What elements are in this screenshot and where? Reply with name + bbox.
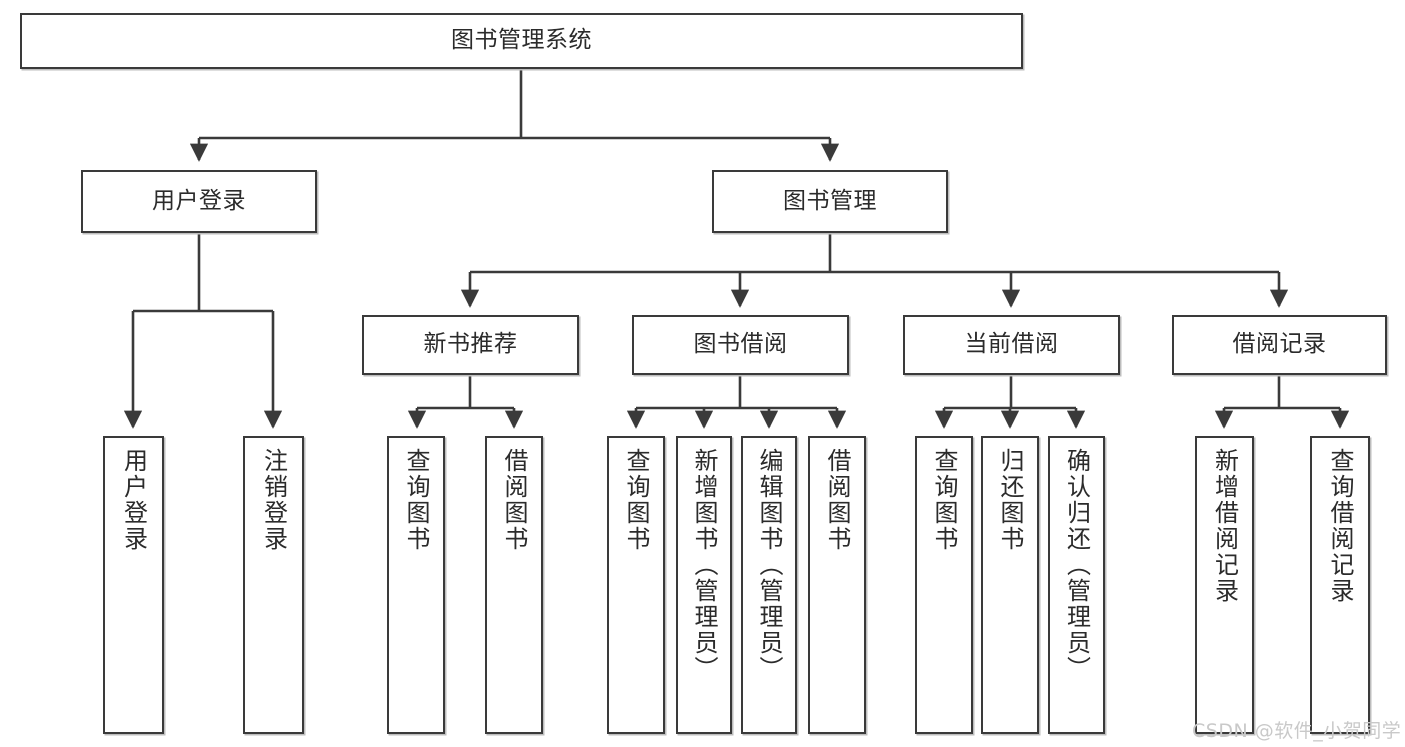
leaf-confirm-return-admin[interactable]: 确认归还（管理员） [1048,436,1105,734]
leaf-edit-book-admin-label: 编辑图书（管理员） [755,448,783,682]
leaf-query-borrow-record-label: 查询借阅记录 [1326,448,1354,604]
node-new-book-recommend-label: 新书推荐 [423,331,518,358]
node-current-borrow[interactable]: 当前借阅 [903,315,1120,375]
node-borrow-record-label: 借阅记录 [1232,331,1327,358]
leaf-borrow-book[interactable]: 借阅图书 [808,436,866,734]
leaf-query-borrow-record[interactable]: 查询借阅记录 [1310,436,1370,734]
node-user-login-label: 用户登录 [152,187,246,214]
leaf-borrow-book-recommend-label: 借阅图书 [500,448,528,552]
node-root-label: 图书管理系统 [451,27,592,54]
node-book-borrow-label: 图书借阅 [693,331,788,358]
leaf-borrow-book-recommend[interactable]: 借阅图书 [485,436,543,734]
leaf-query-book-recommend-label: 查询图书 [402,448,430,552]
node-current-borrow-label: 当前借阅 [964,331,1059,358]
leaf-borrow-book-label: 借阅图书 [823,448,851,552]
leaf-return-book-label: 归还图书 [996,448,1024,552]
node-book-management-label: 图书管理 [783,187,877,214]
leaf-query-book-recommend[interactable]: 查询图书 [387,436,445,734]
leaf-return-book[interactable]: 归还图书 [981,436,1039,734]
node-borrow-record[interactable]: 借阅记录 [1172,315,1387,375]
leaf-logout-label: 注销登录 [259,448,288,552]
node-book-borrow[interactable]: 图书借阅 [632,315,849,375]
leaf-add-book-admin[interactable]: 新增图书（管理员） [676,436,732,734]
leaf-edit-book-admin[interactable]: 编辑图书（管理员） [741,436,797,734]
node-root[interactable]: 图书管理系统 [20,13,1023,69]
watermark: CSDN @软件_小贺同学 [1192,720,1402,742]
leaf-add-borrow-record-label: 新增借阅记录 [1210,448,1239,604]
leaf-query-book-current-label: 查询图书 [930,448,958,552]
leaf-query-book-borrow-label: 查询图书 [622,448,650,552]
leaf-confirm-return-admin-label: 确认归还（管理员） [1062,448,1091,682]
leaf-user-login-label: 用户登录 [119,448,148,552]
node-book-management[interactable]: 图书管理 [712,170,948,233]
leaf-user-login[interactable]: 用户登录 [103,436,164,734]
node-user-login[interactable]: 用户登录 [81,170,317,233]
leaf-add-borrow-record[interactable]: 新增借阅记录 [1195,436,1254,734]
leaf-logout[interactable]: 注销登录 [243,436,304,734]
leaf-add-book-admin-label: 新增图书（管理员） [690,448,718,682]
node-new-book-recommend[interactable]: 新书推荐 [362,315,579,375]
leaf-query-book-current[interactable]: 查询图书 [915,436,973,734]
leaf-query-book-borrow[interactable]: 查询图书 [607,436,665,734]
